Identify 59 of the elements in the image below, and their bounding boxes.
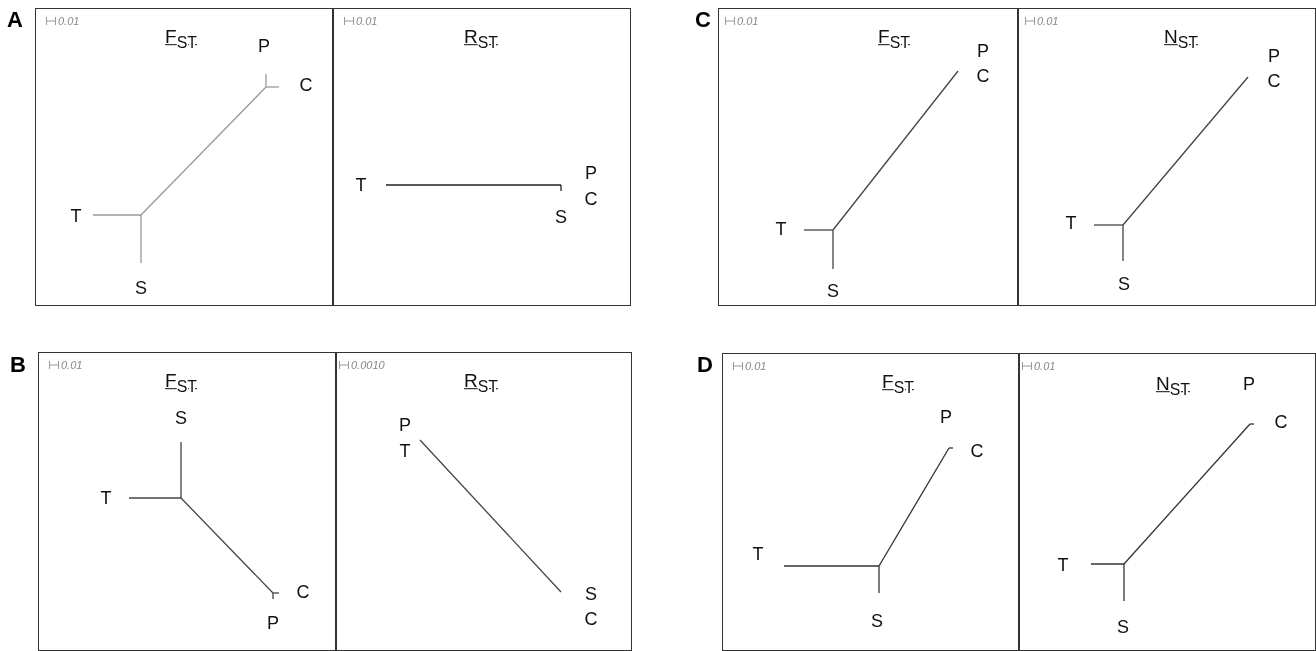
panel-title: F$_{ST}$ bbox=[165, 27, 197, 51]
taxon-label: T bbox=[1057, 556, 1069, 574]
taxon-label: S bbox=[827, 282, 839, 300]
taxon-label: C bbox=[970, 442, 984, 460]
taxon-label: P bbox=[258, 37, 270, 55]
taxon-label: P bbox=[267, 614, 279, 632]
taxon-label: T bbox=[1065, 214, 1077, 232]
taxon-label: C bbox=[296, 583, 310, 601]
taxon-label: P bbox=[585, 164, 597, 182]
taxon-label: P bbox=[1243, 375, 1255, 393]
taxon-label: C bbox=[1274, 413, 1288, 431]
taxon-label: C bbox=[584, 610, 598, 628]
panel-title: R$_{ST}$ bbox=[464, 371, 498, 395]
scale-label: 0.01 bbox=[737, 15, 759, 27]
tree-panel bbox=[718, 8, 1018, 306]
taxon-label: T bbox=[752, 545, 764, 563]
taxon-label: S bbox=[1117, 618, 1129, 636]
panel-letter: C bbox=[695, 9, 711, 31]
taxon-label: S bbox=[871, 612, 883, 630]
taxon-label: P bbox=[977, 42, 989, 60]
scale-label: 0.01 bbox=[1034, 360, 1056, 372]
panel-letter: B bbox=[10, 354, 26, 376]
scale-label: 0.01 bbox=[745, 360, 767, 372]
panel-title: F$_{ST}$ bbox=[882, 372, 914, 396]
taxon-label: C bbox=[299, 76, 313, 94]
tree-panel bbox=[35, 8, 333, 306]
taxon-label: T bbox=[70, 207, 82, 225]
taxon-label: T bbox=[399, 442, 411, 460]
panel-title: N$_{ST}$ bbox=[1164, 27, 1198, 51]
taxon-label: S bbox=[175, 409, 187, 427]
taxon-label: P bbox=[399, 416, 411, 434]
panel-title: F$_{ST}$ bbox=[165, 371, 197, 395]
scale-label: 0.0010 bbox=[351, 359, 385, 371]
taxon-label: C bbox=[1267, 72, 1281, 90]
tree-panel bbox=[333, 8, 631, 306]
taxon-label: C bbox=[584, 190, 598, 208]
taxon-label: P bbox=[1268, 47, 1280, 65]
tree-panel bbox=[1019, 353, 1316, 651]
scale-label: 0.01 bbox=[356, 15, 378, 27]
scale-label: 0.01 bbox=[58, 15, 80, 27]
panel-letter: A bbox=[7, 9, 23, 31]
tree-panel bbox=[1018, 8, 1316, 306]
tree-panel bbox=[722, 353, 1019, 651]
tree-panel bbox=[38, 352, 336, 651]
taxon-label: C bbox=[976, 67, 990, 85]
panel-title: R$_{ST}$ bbox=[464, 27, 498, 51]
scale-label: 0.01 bbox=[1037, 15, 1059, 27]
panel-title: F$_{ST}$ bbox=[878, 27, 910, 51]
taxon-label: T bbox=[100, 489, 112, 507]
taxon-label: P bbox=[940, 408, 952, 426]
taxon-label: T bbox=[775, 220, 787, 238]
taxon-label: S bbox=[555, 208, 567, 226]
taxon-label: S bbox=[135, 279, 147, 297]
panel-letter: D bbox=[697, 354, 713, 376]
scale-label: 0.01 bbox=[61, 359, 83, 371]
taxon-label: S bbox=[585, 585, 597, 603]
taxon-label: S bbox=[1118, 275, 1130, 293]
panel-title: N$_{ST}$ bbox=[1156, 374, 1190, 398]
taxon-label: T bbox=[355, 176, 367, 194]
